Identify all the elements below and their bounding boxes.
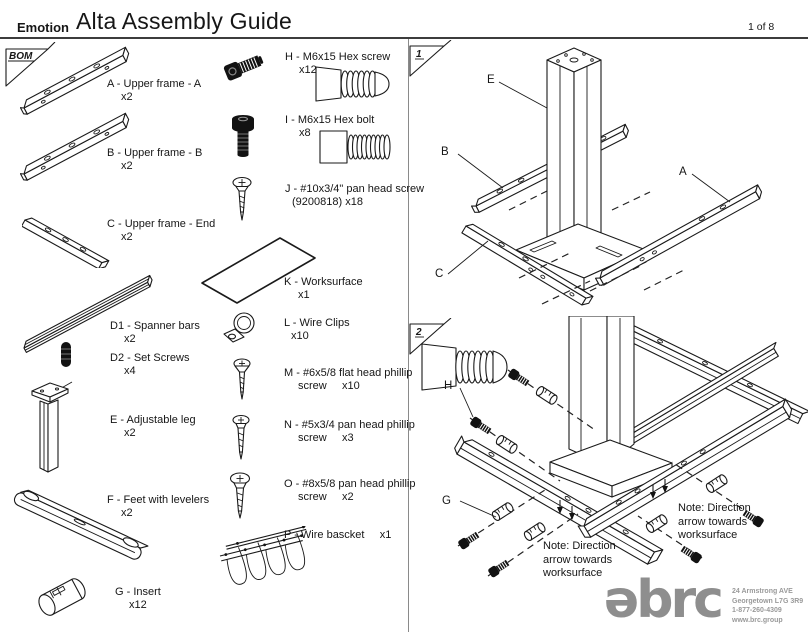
part-qty: x12 bbox=[299, 64, 317, 76]
step1-flag-number: 1 bbox=[416, 49, 422, 60]
part-name: I - M6x15 Hex bolt bbox=[285, 114, 375, 126]
part-name: N - #5x3/4 pan head phillip bbox=[284, 419, 415, 431]
hardware-label-l: L - Wire Clips x10 bbox=[284, 317, 350, 343]
step2-flag-number: 2 bbox=[415, 327, 422, 338]
part-label-c: C - Upper frame - End x2 bbox=[107, 218, 215, 244]
bom-flag-icon: BOM bbox=[5, 42, 56, 87]
hardware-label-n: N - #5x3/4 pan head phillip screw x3 bbox=[284, 419, 415, 445]
page-number: 1 of 8 bbox=[748, 21, 775, 33]
part-label-d1: D1 - Spanner bars x2 bbox=[110, 320, 200, 346]
part-qty: screw x2 bbox=[298, 491, 354, 503]
pan-head-screw-large-icon bbox=[229, 472, 251, 519]
part-qty: screw x10 bbox=[298, 380, 360, 392]
part-d1-drawing bbox=[23, 274, 153, 353]
step1-diagram bbox=[447, 47, 763, 306]
pan-head-screw-icon bbox=[232, 176, 252, 221]
section-divider bbox=[408, 39, 409, 632]
diagram1-label-a: A bbox=[679, 166, 687, 178]
address-line: 1-877-260-4309 bbox=[732, 607, 782, 614]
hardware-label-j: J - #10x3/4" pan head screw (9200818) x1… bbox=[285, 183, 424, 209]
part-name: A - Upper frame - A bbox=[107, 78, 202, 90]
part-name: B - Upper frame - B bbox=[107, 147, 203, 159]
part-name: K - Worksurface bbox=[284, 276, 363, 288]
worksurface-drawing bbox=[201, 237, 316, 304]
part-name: E - Adjustable leg bbox=[110, 414, 196, 426]
part-a-drawing bbox=[20, 46, 130, 115]
diagram1-label-b: B bbox=[441, 146, 449, 158]
part-qty: x4 bbox=[124, 365, 136, 377]
part-label-g: G - Insert x12 bbox=[115, 586, 161, 612]
page-title: Alta Assembly Guide bbox=[76, 8, 293, 34]
part-qty: x2 bbox=[121, 160, 133, 172]
step2-diagram bbox=[421, 316, 808, 579]
diagram2-label-g: G bbox=[442, 495, 451, 507]
brc-logo: əbrc bbox=[604, 570, 724, 630]
part-d2-drawing bbox=[61, 342, 71, 367]
part-qty: x10 bbox=[291, 330, 309, 342]
address-line: 24 Armstrong AVE bbox=[732, 588, 793, 595]
company-address: 24 Armstrong AVE Georgetown L7G 3R9 1-87… bbox=[732, 587, 803, 625]
part-label-d2: D2 - Set Screws x4 bbox=[110, 352, 189, 378]
part-qty: x2 bbox=[121, 91, 133, 103]
part-qty: x2 bbox=[124, 427, 136, 439]
hardware-label-m: M - #6x5/8 flat head phillip screw x10 bbox=[284, 367, 412, 393]
part-qty: x1 bbox=[298, 289, 310, 301]
part-f-drawing bbox=[13, 489, 149, 560]
hex-screw-icon bbox=[223, 55, 264, 81]
part-name: P - Wire bascket x1 bbox=[284, 529, 392, 541]
hardware-label-i: I - M6x15 Hex bolt x8 bbox=[285, 114, 374, 140]
diagram1-label-c: C bbox=[435, 268, 444, 280]
header-divider bbox=[0, 37, 808, 39]
pan-head-screw-small-icon bbox=[232, 414, 250, 460]
part-label-a: A - Upper frame - A x2 bbox=[107, 78, 201, 104]
part-name: D1 - Spanner bars bbox=[110, 320, 200, 332]
diagram1-label-e: E bbox=[487, 74, 495, 86]
hex-bolt-icon bbox=[232, 115, 254, 157]
part-b-drawing bbox=[20, 112, 130, 181]
part-qty: (9200818) x18 bbox=[292, 196, 363, 208]
part-name: L - Wire Clips bbox=[284, 317, 350, 329]
hex-screw-large-drawing bbox=[315, 66, 390, 102]
part-qty: screw x3 bbox=[298, 432, 354, 444]
wire-basket-drawing bbox=[219, 526, 307, 585]
part-name: D2 - Set Screws bbox=[110, 352, 190, 364]
part-name: M - #6x5/8 flat head phillip bbox=[284, 367, 413, 379]
part-name: H - M6x15 Hex screw bbox=[285, 51, 391, 63]
part-label-b: B - Upper frame - B x2 bbox=[107, 147, 202, 173]
part-g-drawing bbox=[38, 578, 86, 616]
diagram2-label-h: H bbox=[444, 380, 453, 392]
part-qty: x12 bbox=[129, 599, 147, 611]
part-label-e: E - Adjustable leg x2 bbox=[110, 414, 196, 440]
part-qty: x8 bbox=[299, 127, 311, 139]
hardware-label-k: K - Worksurface x1 bbox=[284, 276, 363, 302]
diagram2-note-direction-left: Note: Direction arrow towards worksurfac… bbox=[543, 540, 616, 579]
address-line: www.brc.group bbox=[732, 616, 783, 624]
part-qty: x2 bbox=[124, 333, 136, 345]
bom-flag-label: BOM bbox=[9, 51, 33, 62]
step2-flag-icon: 2 bbox=[409, 318, 452, 355]
diagram2-note-direction-right: Note: Direction arrow towards worksurfac… bbox=[678, 502, 751, 541]
flat-head-screw-icon bbox=[233, 358, 251, 400]
part-qty: x2 bbox=[121, 231, 133, 243]
part-name: C - Upper frame - End bbox=[107, 218, 216, 230]
part-e-drawing bbox=[31, 381, 73, 473]
wire-clip-drawing bbox=[223, 312, 255, 343]
part-qty: x2 bbox=[121, 507, 133, 519]
part-label-f: F - Feet with levelers x2 bbox=[107, 494, 209, 520]
part-name: J - #10x3/4" pan head screw bbox=[285, 183, 425, 195]
hardware-label-h: H - M6x15 Hex screw x12 bbox=[285, 51, 390, 77]
part-name: F - Feet with levelers bbox=[107, 494, 210, 506]
step1-flag-icon: 1 bbox=[409, 40, 452, 77]
address-line: Georgetown L7G 3R9 bbox=[732, 597, 804, 605]
part-name: G - Insert bbox=[115, 586, 161, 598]
part-c-drawing bbox=[22, 217, 110, 268]
brand-logo-text: Emotion bbox=[17, 20, 69, 35]
part-name: O - #8x5/8 pan head phillip bbox=[284, 478, 416, 490]
hardware-label-p: P - Wire bascket x1 bbox=[284, 529, 391, 542]
hex-bolt-large-drawing bbox=[319, 130, 391, 164]
hardware-label-o: O - #8x5/8 pan head phillip screw x2 bbox=[284, 478, 415, 504]
